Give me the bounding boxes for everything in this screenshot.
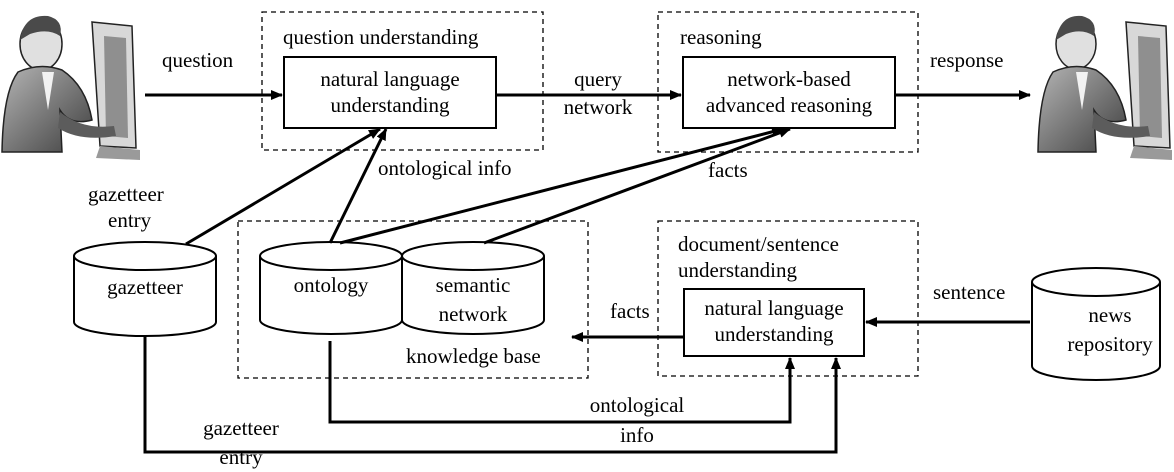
- reasoning-group: [657, 11, 919, 153]
- nlu-question-line1: natural language: [320, 67, 459, 91]
- nlu-document-box: [683, 288, 865, 357]
- gazetteer-to-document-nlu-arrow: [143, 336, 841, 454]
- news-repository-line2: repository: [1067, 332, 1153, 356]
- ontology-database: [259, 241, 403, 335]
- person-at-computer-icon: [1037, 15, 1172, 160]
- ontological-info-bottom-line2: info: [620, 423, 654, 447]
- user-icon-left: [1, 15, 140, 160]
- document-understanding-line2: understanding: [678, 258, 797, 282]
- ontology-label: ontology: [294, 273, 369, 297]
- person-at-computer-icon: [1, 15, 140, 160]
- nlu-document-line2: understanding: [715, 322, 834, 346]
- ontology-to-document-nlu-arrow: [328, 341, 795, 424]
- question-label: question: [162, 48, 234, 72]
- knowledge-base-label: knowledge base: [406, 344, 541, 368]
- news-repository-database: [1031, 267, 1161, 381]
- ontology-to-reasoning-arrow: [339, 126, 784, 245]
- gazetteer-entry-top-line2: entry: [108, 208, 152, 232]
- gazetteer-label: gazetteer: [107, 275, 183, 299]
- nlu-question-box: [283, 56, 497, 129]
- semantic-network-to-reasoning-arrow: [483, 127, 791, 245]
- facts-bottom-label: facts: [610, 299, 650, 323]
- news-repository-line1: news: [1088, 303, 1131, 327]
- gazetteer-to-nlu-arrow: [185, 127, 381, 246]
- gazetteer-entry-bottom-line1: gazetteer: [203, 416, 279, 440]
- reasoning-box: [682, 56, 896, 129]
- gazetteer-database: [73, 241, 217, 337]
- user-icon-right: [1037, 15, 1172, 160]
- semantic-network-line2: network: [439, 302, 508, 326]
- gazetteer-entry-top-line1: gazetteer: [88, 182, 164, 206]
- ontological-info-bottom-line1: ontological: [590, 393, 685, 417]
- document-understanding-line1: document/sentence: [678, 232, 839, 256]
- question-understanding-group: [261, 11, 544, 151]
- query-label-line1: query: [574, 67, 622, 91]
- document-understanding-group: [657, 220, 919, 377]
- reasoning-box-line1: network-based: [727, 67, 851, 91]
- nlu-question-line2: understanding: [331, 93, 450, 117]
- reasoning-label: reasoning: [680, 25, 762, 49]
- facts-top-label: facts: [708, 158, 748, 182]
- query-label-line2: network: [564, 95, 633, 119]
- ontological-info-top-label: ontological info: [378, 156, 512, 180]
- semantic-network-database: [401, 241, 545, 335]
- nlu-document-line1: natural language: [704, 296, 843, 320]
- sentence-label: sentence: [933, 280, 1005, 304]
- semantic-network-line1: semantic: [436, 273, 511, 297]
- response-label: response: [930, 48, 1003, 72]
- gazetteer-entry-bottom-line2: entry: [219, 445, 263, 469]
- knowledge-base-group: [237, 220, 589, 379]
- ontology-to-nlu-arrow: [328, 128, 388, 244]
- question-understanding-label: question understanding: [283, 25, 479, 49]
- reasoning-box-line2: advanced reasoning: [706, 93, 873, 117]
